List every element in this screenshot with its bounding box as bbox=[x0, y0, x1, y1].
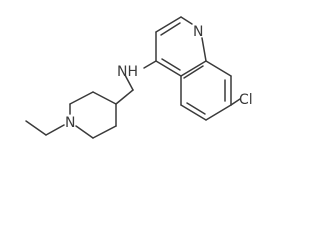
chemical-structure: N NH Cl N bbox=[25, 16, 253, 139]
bond-n-ch2 bbox=[45, 124, 65, 136]
bond-c4a-c4 bbox=[155, 60, 182, 77]
ethyl-group bbox=[25, 120, 65, 136]
bond-pip-c4-c3 bbox=[92, 91, 117, 105]
bond-c6-c5-inner bbox=[186, 102, 206, 115]
bond-pip-n-c6 bbox=[75, 125, 94, 139]
bond-pip-c3-c2 bbox=[69, 91, 94, 105]
bond-c3-c2 bbox=[155, 16, 182, 33]
bond-c2-n1 bbox=[180, 16, 193, 25]
bond-c8a-c8 bbox=[205, 60, 232, 77]
piperidine-nitrogen-label: N bbox=[65, 115, 75, 131]
quinoline-pyridine-ring bbox=[155, 16, 207, 77]
bond-n1-c8a bbox=[201, 37, 207, 62]
amine-linker bbox=[115, 60, 157, 105]
piperidine-ring bbox=[69, 91, 117, 139]
bond-ch2-ch3 bbox=[25, 120, 47, 136]
bond-c8a-c4a bbox=[180, 60, 207, 77]
quinoline-nitrogen-label: N bbox=[193, 24, 203, 40]
bond-c7-cl bbox=[230, 98, 241, 106]
bond-c8a-c4a-inner bbox=[183, 65, 204, 79]
bond-nh-ch2 bbox=[124, 74, 134, 91]
bond-c4a-c4-inner bbox=[161, 58, 181, 71]
bond-c7-c6 bbox=[205, 104, 232, 121]
quinoline-benzo-ring bbox=[180, 60, 232, 121]
bond-c3-c2-inner bbox=[160, 22, 181, 36]
bond-ch2-c4pip bbox=[115, 89, 134, 105]
bond-c4-nh bbox=[143, 60, 157, 69]
bond-c6-c5 bbox=[180, 104, 207, 121]
amine-nh-label: NH bbox=[117, 64, 138, 80]
bond-pip-c6-c5 bbox=[92, 125, 117, 139]
chlorine-label: Cl bbox=[239, 92, 253, 108]
